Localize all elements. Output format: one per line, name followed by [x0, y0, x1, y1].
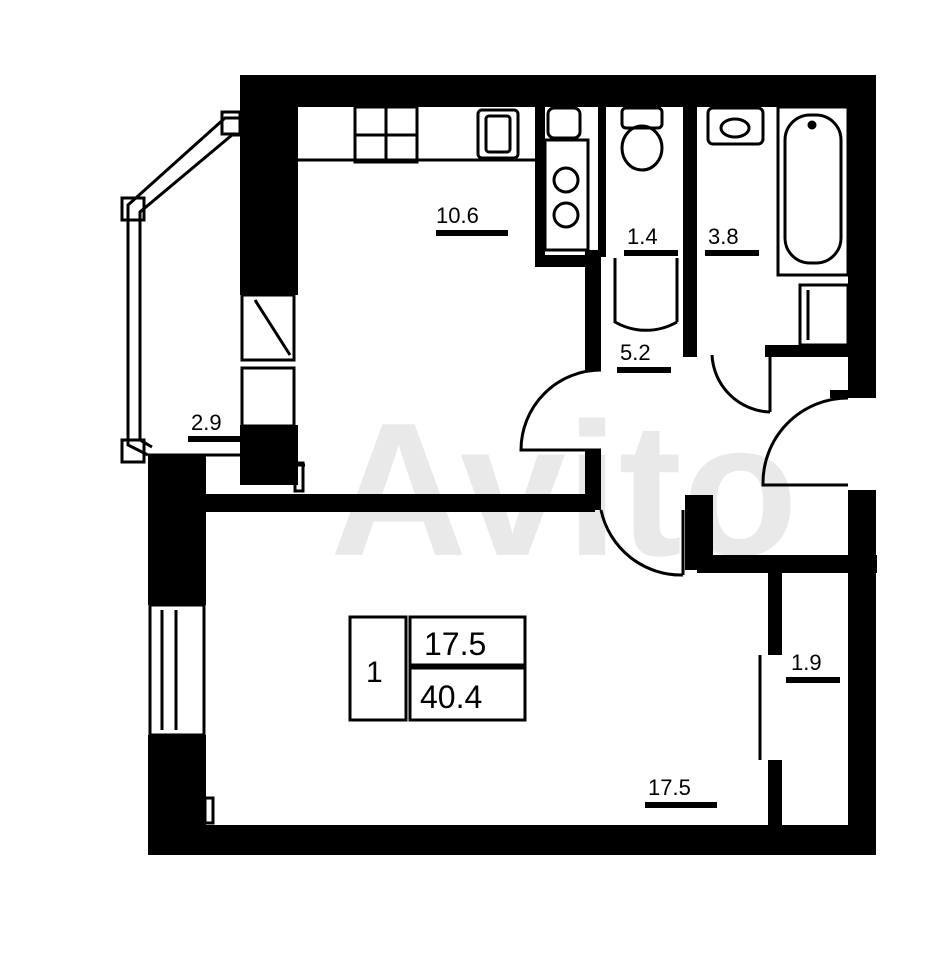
- legend-total-area: 40.4: [420, 679, 482, 715]
- windows: [148, 293, 296, 737]
- boiler-icon: [543, 106, 590, 252]
- bathroom-sink-icon: [706, 106, 765, 146]
- room-labels: 10.6 1.4 3.8 2.9 5.2 17.5 1.9: [188, 203, 840, 808]
- legend-total-area-box: [408, 666, 527, 722]
- kitchen-sink-icon: [476, 108, 520, 160]
- walls: [148, 75, 877, 855]
- living-area-label: 17.5: [648, 775, 691, 800]
- toilet-icon: [620, 106, 664, 172]
- bathtub-icon: [776, 105, 850, 277]
- loggia-outline: [120, 110, 242, 464]
- hall-area-label: 5.2: [620, 340, 651, 365]
- stove-icon: [353, 105, 419, 164]
- legend-room-count-box: [348, 615, 408, 722]
- loggia-area-label: 2.9: [191, 410, 222, 435]
- washing-machine-icon: [798, 283, 850, 347]
- bathroom-area-label: 3.8: [708, 224, 739, 249]
- doors: [203, 258, 849, 825]
- legend-living-area: 17.5: [424, 626, 486, 662]
- legend: 1 17.5 40.4: [348, 615, 527, 722]
- closet-area-label: 1.9: [791, 650, 822, 675]
- wc-area-label: 1.4: [627, 224, 658, 249]
- legend-room-count: 1: [366, 656, 383, 689]
- kitchen-area-label: 10.6: [436, 203, 479, 228]
- legend-living-area-box: [408, 615, 527, 667]
